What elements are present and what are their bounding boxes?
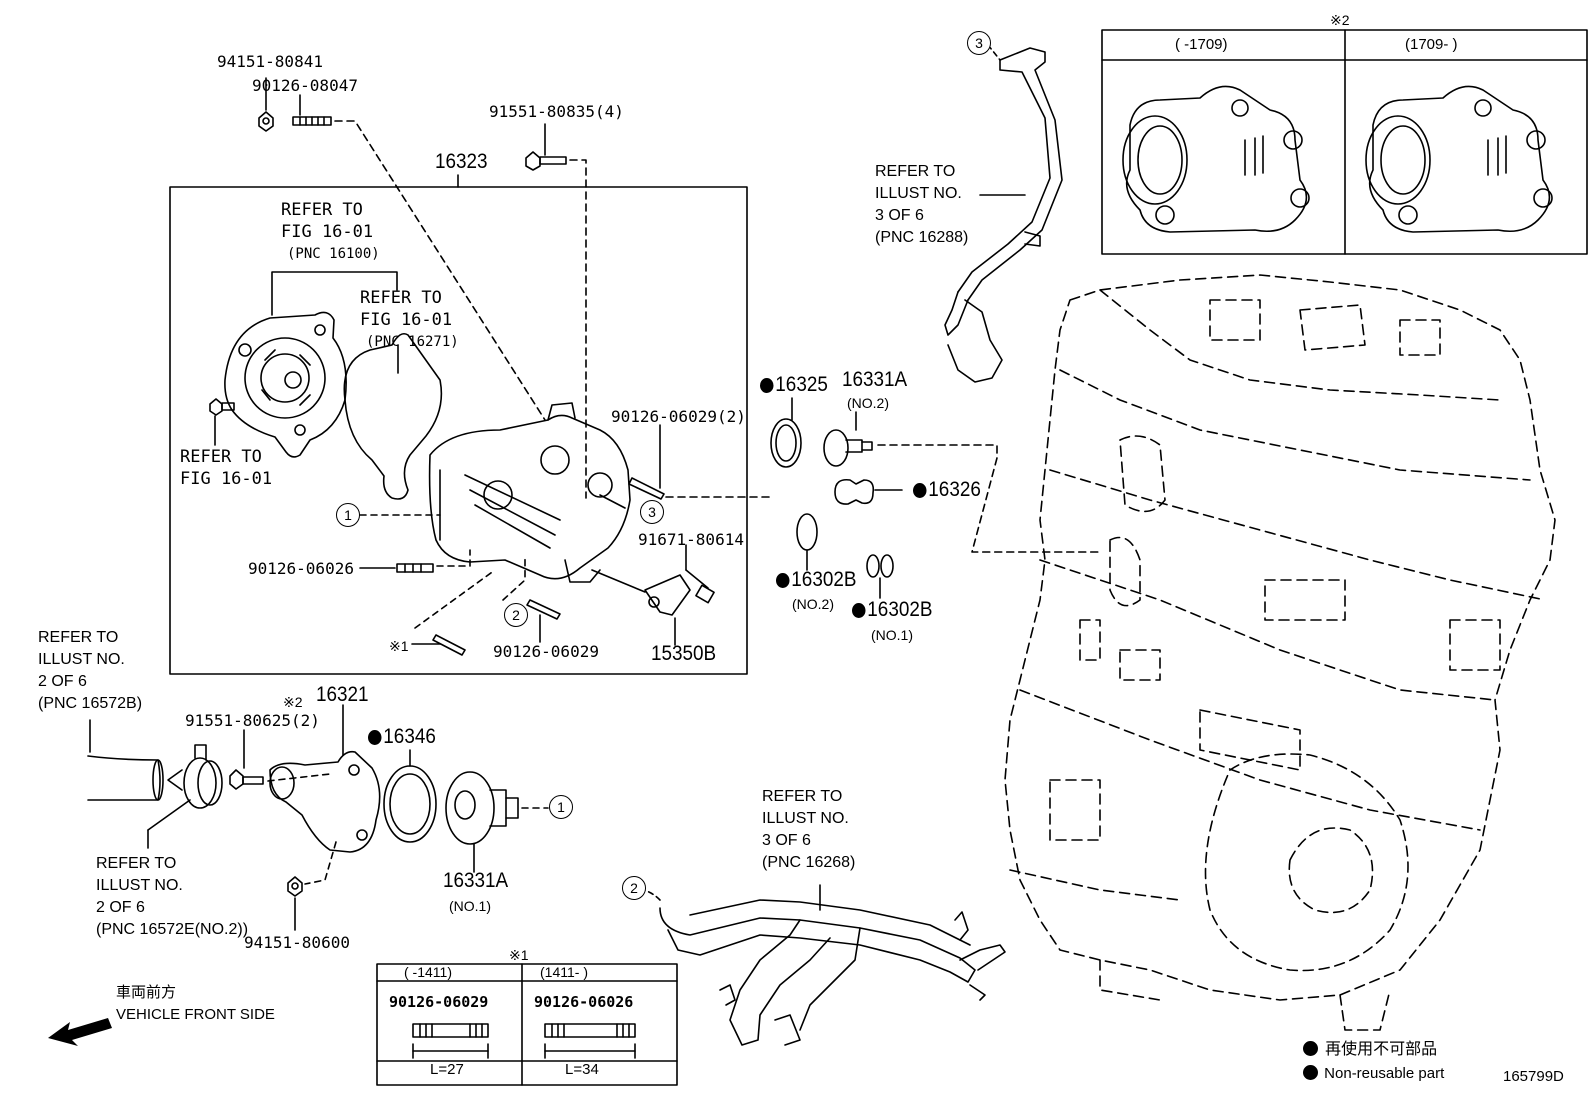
bolt-91551-80625 xyxy=(229,769,264,790)
label-note2-mark-16321: ※2 xyxy=(283,694,303,710)
label-91551-80835: 91551-80835(4) xyxy=(489,102,624,121)
sensor-15350B xyxy=(644,574,715,616)
label-16346: 16346 xyxy=(368,726,436,747)
note1-part1: 90126-06029 xyxy=(389,993,489,1011)
water-pump xyxy=(224,311,347,458)
label-94151-80600: 94151-80600 xyxy=(244,933,350,952)
hose-clamp xyxy=(167,744,223,809)
label-16302B-no1: 16302B xyxy=(852,599,932,620)
note1-col1: ( -1411) xyxy=(404,964,452,980)
note2-col2: (1709- ) xyxy=(1405,36,1458,53)
label-94151-80841: 94151-80841 xyxy=(217,52,323,71)
callout-3-mid: 3 xyxy=(640,500,664,524)
thermostat-16331A-no1 xyxy=(445,771,519,845)
label-90126-06029-2: 90126-06029(2) xyxy=(611,407,746,426)
gasket-16325 xyxy=(770,418,802,468)
hose-16572B xyxy=(87,755,164,801)
note1-mark: ※1 xyxy=(509,947,529,963)
label-15350B: 15350B xyxy=(651,642,717,665)
label-16331A-no2-sub: (NO.2) xyxy=(847,395,889,411)
bolt-94151-80841 xyxy=(258,111,274,132)
gasket-16302B-no1-a xyxy=(866,554,880,578)
note1-part2: 90126-06026 xyxy=(534,993,634,1011)
bolt-91551-80835 xyxy=(525,151,567,171)
stud-90126-06029-bottom xyxy=(526,599,561,620)
label-16302B-no1-sub: (NO.1) xyxy=(871,627,913,643)
legend-en: Non-reusable part xyxy=(1303,1065,1444,1083)
label-16325: 16325 xyxy=(760,374,828,395)
bolt-left xyxy=(209,398,235,416)
gasket-16346 xyxy=(383,765,437,843)
vehicle-front-jp: 車両前方 xyxy=(116,983,177,1001)
figure-id: 165799D xyxy=(1503,1068,1564,1085)
outlet-housing-old xyxy=(1122,85,1310,233)
water-inlet-housing xyxy=(428,402,631,583)
note2-mark: ※2 xyxy=(1330,12,1350,28)
label-note1-mark: ※1 xyxy=(389,638,409,654)
stud-90126-06029-top xyxy=(628,477,665,500)
label-16321: 16321 xyxy=(316,683,369,706)
label-16302B-no2-sub: (NO.2) xyxy=(792,596,834,612)
engine-block xyxy=(1004,274,1556,1031)
note1-len2: L=34 xyxy=(565,1061,599,1078)
gasket-16302B-no1-b xyxy=(880,554,894,578)
label-16323: 16323 xyxy=(435,150,488,173)
label-91671-80614: 91671-80614 xyxy=(638,530,744,549)
water-outlet-housing-16321 xyxy=(269,750,381,853)
note1-len1: L=27 xyxy=(430,1061,464,1078)
stud-90126-06026 xyxy=(396,563,434,573)
note1-table xyxy=(376,963,678,1086)
outlet-housing-new xyxy=(1365,85,1553,233)
bypass-pipe-16268 xyxy=(659,899,1006,1046)
stud-90126-08047 xyxy=(292,116,332,126)
label-16331A-no2: 16331A xyxy=(842,368,908,391)
label-90126-06029: 90126-06029 xyxy=(493,642,599,661)
stud-l27 xyxy=(412,1023,489,1059)
thermostat-16331A-no2 xyxy=(823,429,873,467)
label-16331A-no1: 16331A xyxy=(443,869,509,892)
note2-col1: ( -1709) xyxy=(1175,36,1228,53)
callout-2-mid: 2 xyxy=(504,603,528,627)
callout-2-bottom: 2 xyxy=(622,876,646,900)
callout-1-right: 1 xyxy=(549,795,573,819)
bypass-pipe-16288 xyxy=(944,47,1063,383)
label-90126-06026: 90126-06026 xyxy=(248,559,354,578)
callout-3-top: 3 xyxy=(967,31,991,55)
callout-1-left: 1 xyxy=(336,503,360,527)
stud-l34 xyxy=(544,1023,636,1059)
bolt-94151-80600 xyxy=(287,876,303,897)
label-16302B-no2: 16302B xyxy=(776,569,856,590)
label-91551-80625: 91551-80625(2) xyxy=(185,711,320,730)
vehicle-front-en: VEHICLE FRONT SIDE xyxy=(116,1006,275,1023)
gasket-16326 xyxy=(834,478,875,505)
vehicle-front-arrow xyxy=(48,1018,112,1046)
legend-jp: 再使用不可部品 xyxy=(1303,1040,1437,1058)
note1-col2: (1411- ) xyxy=(540,964,588,980)
gasket-16302B-no2 xyxy=(796,513,818,551)
label-16326: 16326 xyxy=(913,479,981,500)
label-90126-08047: 90126-08047 xyxy=(252,76,358,95)
stud-note1 xyxy=(432,634,466,656)
gasket-16271 xyxy=(343,332,443,500)
label-16331A-no1-sub: (NO.1) xyxy=(449,898,491,914)
